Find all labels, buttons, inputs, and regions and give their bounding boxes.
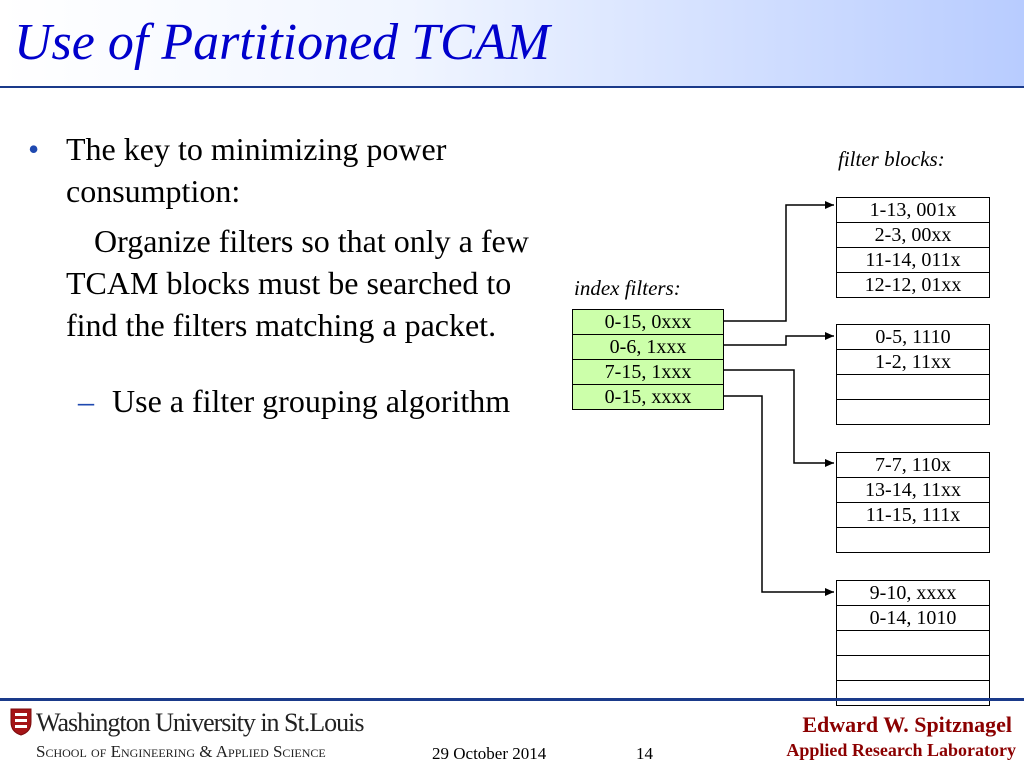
block-cell: 13-14, 11xx	[836, 477, 990, 503]
arrow-to-block-2	[724, 332, 834, 346]
block-row: 1-2, 11xx	[836, 349, 990, 375]
block-row	[836, 527, 990, 553]
block-cell: 2-3, 00xx	[836, 222, 990, 248]
index-filter-row: 0-15, 0xxx	[572, 309, 724, 335]
block-row: 1-13, 001x	[836, 197, 990, 223]
bullet-list: • The key to minimizing power consumptio…	[28, 128, 558, 422]
filter-block-1: 1-13, 001x 2-3, 00xx 11-14, 011x 12-12, …	[836, 197, 990, 298]
sub-bullet-marker: –	[78, 383, 94, 419]
block-row: 0-5, 1110	[836, 324, 990, 350]
shield-icon	[10, 708, 32, 736]
title-divider	[0, 86, 1024, 88]
main-bullet-text: The key to minimizing power consumption:	[66, 131, 447, 209]
block-row	[836, 374, 990, 400]
footer-author: Edward W. Spitznagel	[802, 712, 1012, 737]
index-filter-row: 7-15, 1xxx	[572, 359, 724, 385]
block-row: 0-14, 1010	[836, 605, 990, 631]
explanation-paragraph: Organize filters so that only a few TCAM…	[66, 223, 529, 343]
index-filter-cell: 0-15, 0xxx	[572, 309, 724, 335]
index-filters-table: 0-15, 0xxx 0-6, 1xxx 7-15, 1xxx 0-15, xx…	[572, 309, 724, 410]
main-bullet: • The key to minimizing power consumptio…	[28, 128, 558, 212]
block-cell	[836, 527, 990, 553]
block-cell: 0-5, 1110	[836, 324, 990, 350]
block-cell: 11-15, 111x	[836, 502, 990, 528]
index-filters-label: index filters:	[574, 276, 681, 300]
arrow-to-block-4	[724, 395, 834, 596]
filter-block-4: 9-10, xxxx 0-14, 1010	[836, 580, 990, 706]
block-row: 11-14, 011x	[836, 247, 990, 273]
block-cell	[836, 399, 990, 425]
university-name: Washington University in St.Louis	[36, 708, 364, 737]
index-filter-cell: 7-15, 1xxx	[572, 359, 724, 385]
index-filter-cell: 0-6, 1xxx	[572, 334, 724, 360]
block-row: 12-12, 01xx	[836, 272, 990, 298]
block-row: 7-7, 110x	[836, 452, 990, 478]
block-row: 9-10, xxxx	[836, 580, 990, 606]
sub-bullet-text: Use a filter grouping algorithm	[112, 383, 511, 419]
block-row	[836, 655, 990, 681]
block-row	[836, 630, 990, 656]
school-name: School of Engineering & Applied Science	[36, 742, 326, 761]
block-cell: 9-10, xxxx	[836, 580, 990, 606]
arrow-to-block-3	[724, 369, 834, 467]
university-logo: Washington University in St.Louis School…	[10, 708, 364, 764]
block-row	[836, 680, 990, 706]
index-filter-cell: 0-15, xxxx	[572, 384, 724, 410]
block-row: 11-15, 111x	[836, 502, 990, 528]
footer-divider	[0, 698, 1024, 701]
block-cell: 11-14, 011x	[836, 247, 990, 273]
footer-date: 29 October 2014	[432, 744, 547, 763]
filter-blocks-label: filter blocks:	[838, 147, 945, 171]
block-cell	[836, 655, 990, 681]
block-cell: 1-13, 001x	[836, 197, 990, 223]
index-filter-row: 0-15, xxxx	[572, 384, 724, 410]
block-cell	[836, 374, 990, 400]
filter-block-2: 0-5, 1110 1-2, 11xx	[836, 324, 990, 425]
filter-block-3: 7-7, 110x 13-14, 11xx 11-15, 111x	[836, 452, 990, 553]
block-cell	[836, 630, 990, 656]
arrow-to-block-1	[724, 201, 834, 322]
block-row: 13-14, 11xx	[836, 477, 990, 503]
page-number: 14	[636, 744, 653, 763]
page-title: Use of Partitioned TCAM	[14, 14, 550, 71]
title-bar: Use of Partitioned TCAM	[0, 0, 1024, 86]
block-cell: 0-14, 1010	[836, 605, 990, 631]
block-cell: 12-12, 01xx	[836, 272, 990, 298]
block-cell: 1-2, 11xx	[836, 349, 990, 375]
footer-lab: Applied Research Laboratory	[786, 740, 1016, 760]
block-cell: 7-7, 110x	[836, 452, 990, 478]
block-row	[836, 399, 990, 425]
sub-bullet: – Use a filter grouping algorithm	[28, 380, 558, 422]
block-cell	[836, 680, 990, 706]
bullet-marker: •	[28, 131, 40, 167]
block-row: 2-3, 00xx	[836, 222, 990, 248]
index-filter-row: 0-6, 1xxx	[572, 334, 724, 360]
